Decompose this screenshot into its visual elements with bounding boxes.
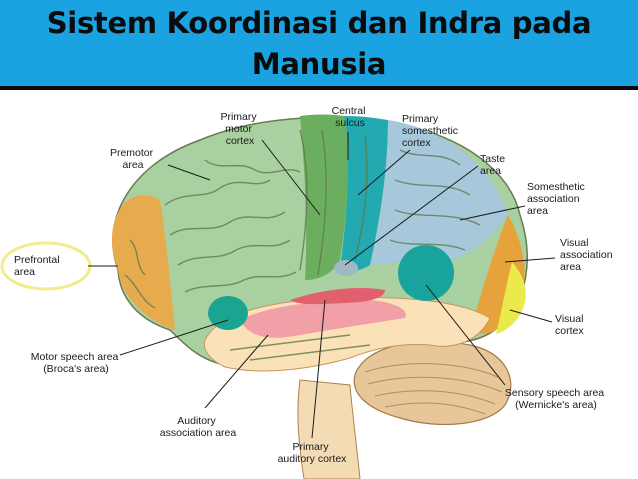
label-taste-area: Taste area [480,153,508,177]
title-bar: Sistem Koordinasi dan Indra pada Manusia [0,0,638,90]
label-primary-motor-cortex: Primary motor cortex [220,111,259,147]
taste-area-region [334,260,358,276]
label-somesthetic-association-area: Somesthetic association area [527,181,588,217]
title-line-2: Manusia [0,47,638,81]
title-line-1: Sistem Koordinasi dan Indra pada [0,6,638,40]
cerebellum [354,341,511,424]
label-sensory-speech-area: Sensory speech area (Wernicke's area) [505,387,607,411]
label-central-sulcus: Central sulcus [332,105,369,129]
label-auditory-association-area: Auditory association area [160,415,237,439]
label-visual-association-area: Visual association area [560,237,615,273]
wernicke-area [398,245,454,301]
label-premotor-area: Premotor area [110,147,156,171]
label-visual-cortex: Visual cortex [555,313,586,337]
brain-diagram: Primary motor cortex Central sulcus Prim… [0,94,638,479]
label-motor-speech-area: Motor speech area (Broca's area) [31,351,121,375]
label-prefrontal-area: Prefrontal area [14,254,62,278]
